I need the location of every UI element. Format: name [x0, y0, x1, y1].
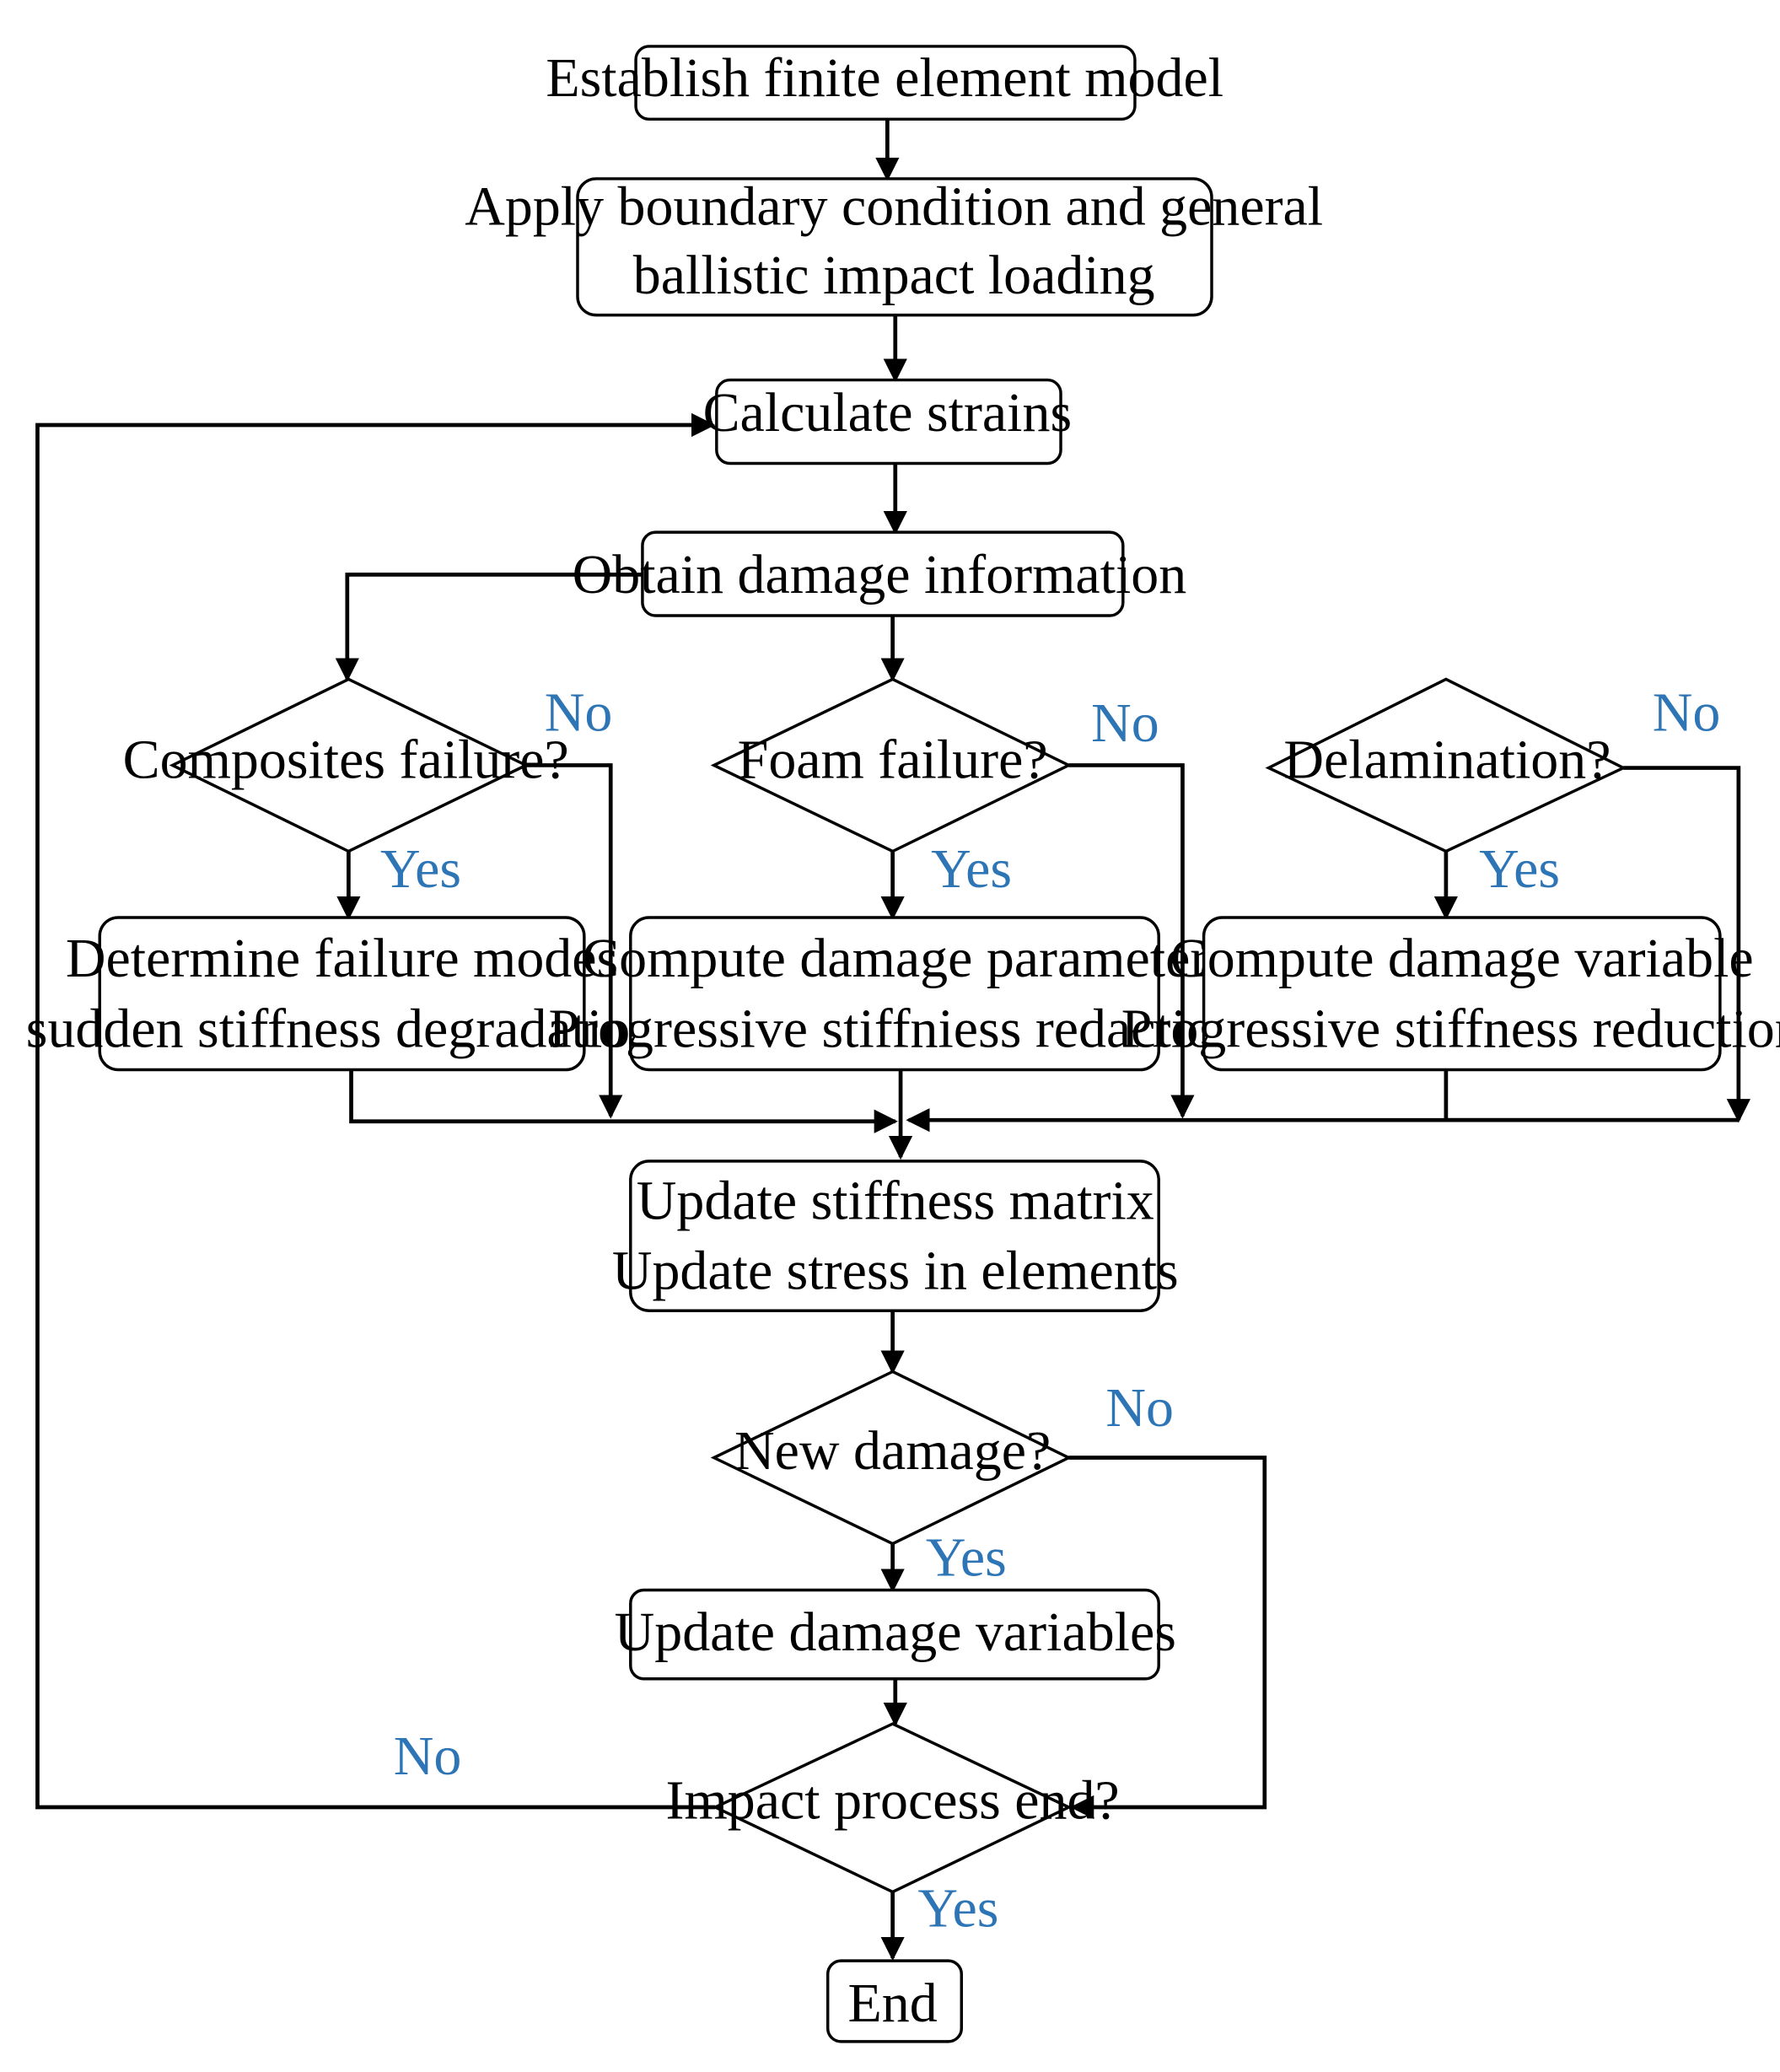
label-impact-end-no: No: [394, 1725, 462, 1787]
apply-boundary-text-1: Apply boundary condition and general: [465, 175, 1323, 237]
node-end: End: [825, 1959, 964, 2043]
node-compute-parameter: Compute damage parameter Progressive sti…: [548, 916, 1242, 1072]
end-text: End: [848, 1972, 938, 2034]
establish-model-text: Establish finite element model: [546, 47, 1223, 109]
decision-delamination: Delamination?: [1265, 677, 1627, 853]
decision-impact-end: Impact process end?: [666, 1722, 1120, 1894]
node-determine-modes: Determine failure modes sudden stiffness…: [26, 916, 658, 1072]
label-delamination-yes: Yes: [1479, 838, 1560, 900]
impact-end-text: Impact process end?: [666, 1770, 1120, 1832]
new-damage-text: New damage?: [734, 1420, 1051, 1482]
arrow-obtain-to-composites: [335, 573, 643, 682]
compute-variable-text-1: Compute damage variable: [1170, 928, 1754, 989]
arrow-impact-end-no-loop: [35, 412, 716, 1810]
label-new-damage-yes: Yes: [926, 1526, 1007, 1588]
node-compute-variable: Compute damage variable Progressive stif…: [1121, 916, 1780, 1072]
node-update-variables: Update damage variables: [615, 1588, 1176, 1681]
calculate-strains-text: Calculate strains: [703, 382, 1073, 444]
composites-failure-text: Composites failure?: [123, 729, 569, 791]
obtain-damage-text: Obtain damage information: [573, 544, 1187, 605]
node-obtain-damage: Obtain damage information: [573, 530, 1187, 617]
node-apply-boundary: Apply boundary condition and general bal…: [465, 175, 1323, 317]
delamination-text: Delamination?: [1283, 729, 1611, 791]
label-impact-end-yes: Yes: [917, 1877, 998, 1939]
label-composites-yes: Yes: [380, 838, 461, 900]
branch-labels: No Yes No Yes No Yes No Yes No Yes: [380, 682, 1720, 1940]
determine-modes-text-2: sudden stiffness degradation: [26, 998, 658, 1059]
update-stiffness-text-1: Update stiffness matrix: [637, 1170, 1154, 1231]
update-stiffness-text-2: Update stress in elements: [612, 1241, 1179, 1302]
determine-modes-text-1: Determine failure modes: [66, 928, 618, 989]
label-foam-yes: Yes: [931, 838, 1012, 900]
label-new-damage-no: No: [1105, 1377, 1174, 1439]
compute-parameter-text-1: Compute damage parameter: [582, 928, 1208, 989]
arrow-delamination-no: [1623, 766, 1750, 1123]
merge-left: [349, 1069, 898, 1133]
node-update-stiffness: Update stiffness matrix Update stress in…: [612, 1160, 1179, 1312]
compute-parameter-text-2: Progressive stiffniess redaction: [548, 998, 1242, 1059]
arrow-composites-no: [525, 763, 623, 1119]
label-foam-no: No: [1091, 692, 1159, 754]
decision-foam-failure: Foam failure?: [710, 677, 1073, 853]
foam-failure-text: Foam failure?: [738, 729, 1048, 791]
update-variables-text: Update damage variables: [615, 1601, 1176, 1663]
label-composites-no: No: [545, 682, 613, 744]
merge-right: [1444, 1069, 1739, 1122]
connectors: [35, 119, 1750, 1962]
apply-boundary-text-2: ballistic impact loading: [633, 245, 1155, 306]
label-delamination-no: No: [1653, 682, 1721, 744]
decision-composites-failure: Composites failure?: [123, 677, 569, 853]
arrow-foam-no: [1068, 763, 1195, 1119]
arrow-new-damage-no: [1068, 1456, 1267, 1820]
decision-new-damage: New damage?: [710, 1370, 1073, 1546]
node-calculate-strains: Calculate strains: [703, 378, 1073, 466]
node-establish-model: Establish finite element model: [546, 45, 1223, 121]
compute-variable-text-2: Progressive stiffness reduction: [1121, 998, 1780, 1059]
